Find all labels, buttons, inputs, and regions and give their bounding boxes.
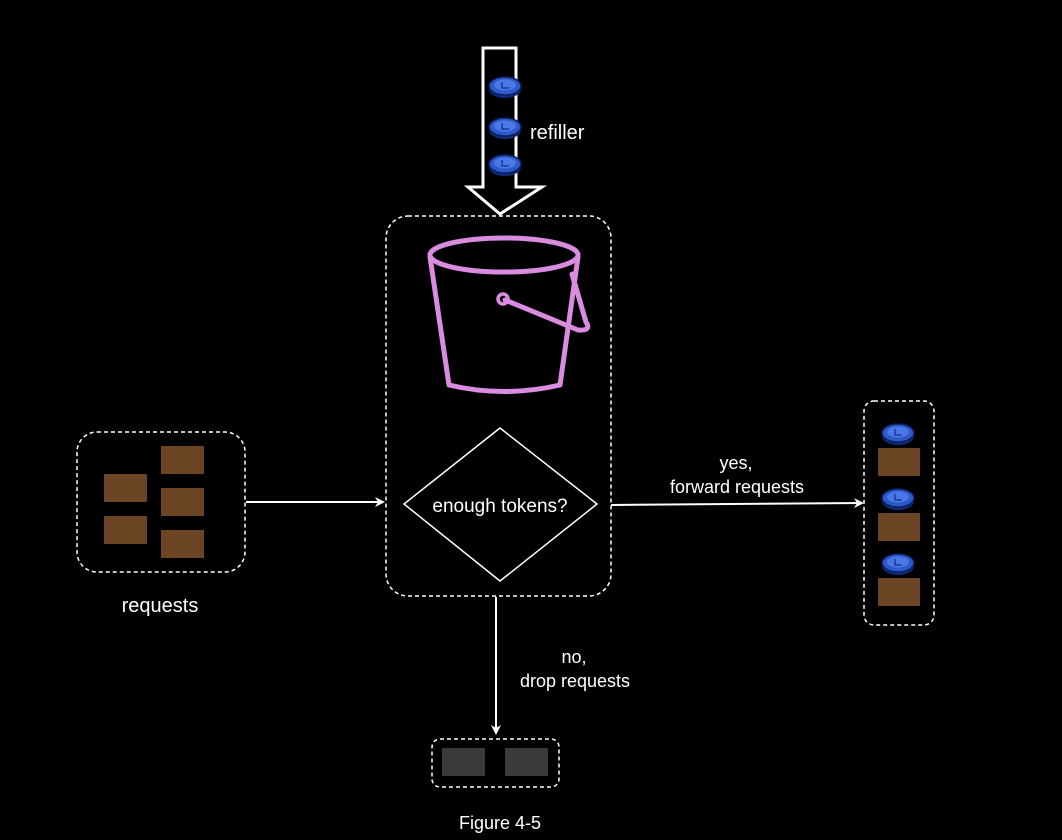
decision-label: enough tokens?: [432, 496, 567, 517]
figure-caption: Figure 4-5: [459, 813, 541, 833]
dropped-request-box: [505, 748, 548, 776]
no-label-line2: drop requests: [520, 671, 630, 691]
requests-label: requests: [122, 595, 199, 617]
forwarded-token-icon: [881, 423, 915, 446]
refill-token-icon: [488, 76, 522, 99]
request-box: [161, 446, 204, 474]
refiller-label: refiller: [530, 122, 585, 144]
forwarded-request-box: [878, 578, 920, 606]
forwarded-token-icon: [881, 488, 915, 511]
bucket-container: [385, 215, 612, 597]
requests-container: [76, 431, 246, 573]
dropped-request-box: [442, 748, 485, 776]
forward-arrow: [610, 498, 864, 509]
decision-diamond: [402, 427, 599, 582]
forwarded-container: [863, 400, 935, 626]
refill-token-icon: [488, 154, 522, 177]
yes-label-line1: yes,: [719, 453, 752, 473]
no-label-line1: no,: [561, 647, 586, 667]
request-box: [104, 516, 147, 544]
forwarded-request-box: [878, 448, 920, 476]
forwarded-request-box: [878, 513, 920, 541]
request-box: [104, 474, 147, 502]
bucket-icon: [427, 235, 591, 394]
request-box: [161, 488, 204, 516]
request-box: [161, 530, 204, 558]
forwarded-token-icon: [881, 553, 915, 576]
refill-token-icon: [488, 117, 522, 140]
yes-label-line2: forward requests: [670, 477, 804, 497]
